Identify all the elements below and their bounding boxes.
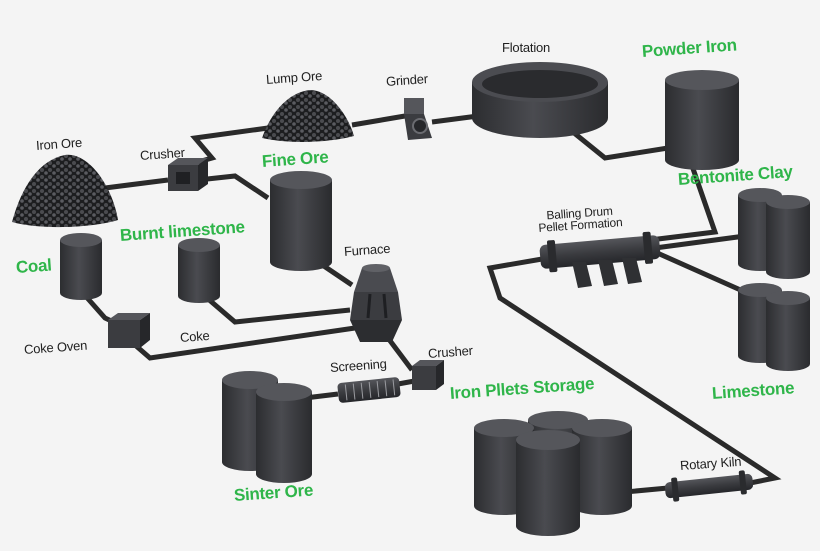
flotation-tank — [472, 62, 608, 138]
furnace-unit — [350, 264, 402, 342]
crusher-2-machine — [412, 360, 444, 390]
rotary-kiln — [664, 470, 754, 502]
screening-drum — [337, 377, 401, 403]
iron-pellets-storage-silos — [474, 411, 632, 536]
balling-drum — [539, 231, 661, 288]
lump-ore-pile — [262, 90, 354, 142]
label-grinder: Grinder — [385, 71, 429, 89]
pipe-bentonite-to-drum — [654, 233, 746, 251]
label-crusher-2: Crusher — [427, 342, 474, 361]
pipe-crusher-to-lump-ore — [190, 125, 269, 165]
pipe-coke-oven-to-furnace — [133, 325, 356, 361]
burnt-limestone-silo — [178, 238, 220, 303]
label-balling-drum-group: Balling Drum Pellet Formation — [537, 204, 623, 235]
label-crusher-1: Crusher — [139, 144, 186, 163]
fine-ore-silo — [270, 171, 332, 271]
bentonite-clay-silos — [738, 188, 810, 279]
pipe-grinder-to-flotation — [431, 113, 479, 125]
sinter-ore-silos — [222, 371, 312, 483]
label-coal: Coal — [15, 255, 53, 277]
pipe-iron-ore-to-crusher — [104, 177, 169, 191]
pipe-lump-ore-to-grinder — [351, 113, 406, 128]
pipe-kiln-to-storage — [624, 485, 669, 495]
pipe-limestone-to-furnace — [198, 290, 351, 325]
label-flotation: Flotation — [502, 40, 551, 55]
powder-iron-silo — [665, 70, 739, 170]
iron-ore-pile — [12, 154, 118, 228]
pipe-drum-to-kiln — [486, 255, 782, 487]
pipe-limestone-to-drum — [653, 249, 747, 295]
pipe-powder-iron-to-drum — [649, 159, 719, 243]
limestone-silos — [738, 283, 810, 371]
coal-silo — [60, 233, 102, 300]
crusher-1-machine — [168, 158, 208, 191]
pipe-flotation-to-powder-iron — [566, 126, 669, 161]
label-coke: Coke — [179, 327, 211, 345]
grinder-machine — [404, 98, 432, 140]
coke-oven-box — [108, 313, 150, 348]
label-iron-ore: Iron Ore — [35, 134, 83, 153]
pipe-crusher-to-fine-ore — [197, 173, 270, 201]
